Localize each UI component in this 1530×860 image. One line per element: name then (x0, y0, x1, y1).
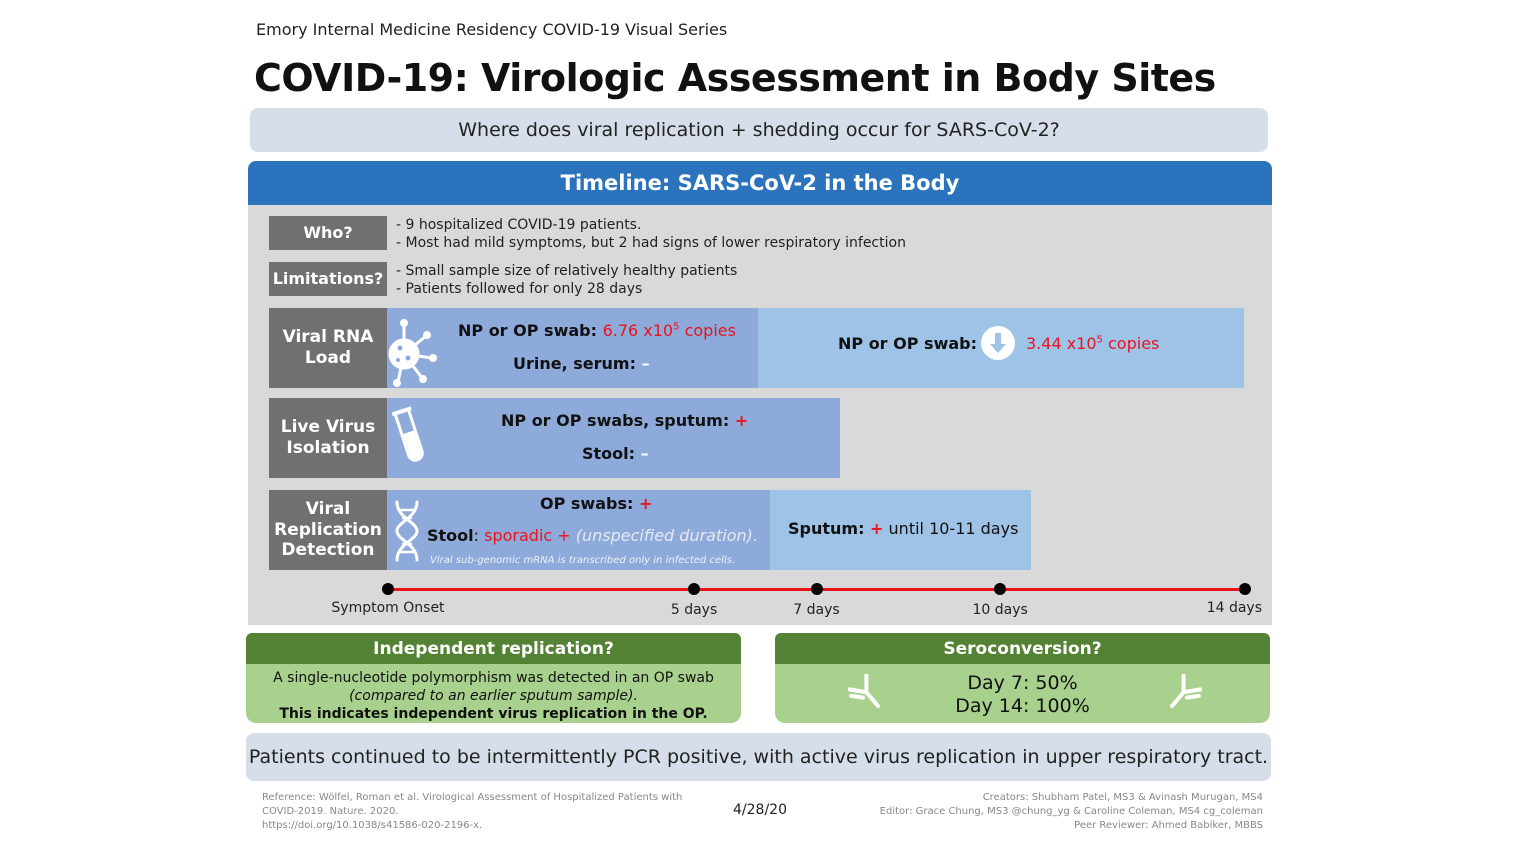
dna-icon (395, 500, 419, 562)
limitations-label-text: Limitations? (272, 269, 384, 288)
live-swab-value: + (734, 411, 749, 430)
timeline-header: Timeline: SARS-CoV-2 in the Body (248, 161, 1272, 205)
limitations-line: - Small sample size of relatively health… (396, 263, 738, 279)
live-stool-label: Stool (582, 444, 629, 463)
rna-swab-late: NP or OP swab: (838, 334, 977, 353)
live-swab: NP or OP swabs, sputum: + (501, 411, 749, 430)
who-line: - 9 hospitalized COVID-19 patients. (396, 217, 642, 233)
live-virus-bar (387, 398, 840, 478)
rna-later-unit: copies (1102, 334, 1160, 353)
replication-sputum-plus: + (870, 519, 884, 538)
replication-label-line: Viral (305, 498, 351, 519)
rna-swab-label: NP or OP swab (458, 321, 591, 340)
rna-later-value: 3.44 x10 (1026, 334, 1097, 353)
timeline-tick-label: 7 days (793, 602, 840, 618)
replication-sputum-label: Sputum (788, 519, 859, 538)
rna-label-line: Load (304, 348, 352, 368)
question-banner: Where does viral replication + shedding … (250, 108, 1268, 152)
reference-line: Reference: Wölfel, Roman et al. Virologi… (262, 792, 683, 803)
timeline-tick-label: Symptom Onset (331, 600, 445, 616)
live-stool: Stool: – (582, 444, 649, 463)
rna-early-bar (387, 308, 758, 388)
page-title: COVID-19: Virologic Assessment in Body S… (254, 56, 1216, 100)
credits-line: Editor: Grace Chung, MS3 @chung_yg & Car… (879, 806, 1263, 817)
publish-date: 4/28/20 (733, 802, 787, 818)
rna-later-exp: 5 (1096, 334, 1103, 346)
replication-op-value: + (638, 494, 653, 513)
replication-op: OP swabs: + (540, 494, 653, 513)
series-title: Emory Internal Medicine Residency COVID-… (256, 20, 728, 39)
reference: Reference: Wölfel, Roman et al. Virologi… (262, 791, 682, 833)
independent-line: A single-nucleotide polymorphism was det… (273, 670, 714, 686)
rna-urine: Urine, serum: – (513, 354, 650, 373)
replication-sputum-bar (770, 490, 1031, 570)
timeline-tick-dot (810, 583, 823, 595)
rna-later-label: NP or OP swab (838, 334, 971, 353)
credits: Creators: Shubham Patel, MS3 & Avinash M… (880, 791, 1263, 833)
timeline-tick-dot (994, 583, 1007, 595)
question-text: Where does viral replication + shedding … (458, 119, 1060, 141)
replication-label-line: Detection (281, 540, 375, 561)
reference-line: COVID-2019. Nature. 2020. (262, 806, 399, 817)
replication-sputum: Sputum: + until 10-11 days (788, 519, 1019, 538)
replication-early-bar (387, 490, 770, 570)
antibody-icon (1170, 674, 1202, 709)
replication-stool-label: Stool (427, 526, 474, 545)
seroconversion-title: Seroconversion? (943, 638, 1102, 659)
independent-header: Independent replication? (246, 633, 741, 664)
test-tube-icon (392, 406, 424, 462)
timeline-tick-label: 5 days (670, 602, 718, 618)
replication-stool-value: sporadic + (484, 526, 571, 545)
seroconversion-day7: Day 7: 50% (967, 672, 1078, 694)
limitations-label: Limitations? (269, 262, 387, 296)
who-details: - 9 hospitalized COVID-19 patients. - Mo… (396, 216, 906, 252)
virus-icon (388, 319, 437, 387)
independent-body: A single-nucleotide polymorphism was det… (246, 664, 741, 723)
rna-swab-unit: copies (679, 321, 736, 340)
replication-sputum-text: until 10-11 days (883, 519, 1019, 538)
live-label-line: Live Virus (280, 416, 376, 437)
timeline-tick-label: 10 days (972, 602, 1028, 618)
seroconversion-day14: Day 14: 100% (955, 695, 1090, 717)
rna-swab-exp: 5 (673, 321, 680, 333)
credits-line: Peer Reviewer: Ahmed Babiker, MBBS (1074, 820, 1263, 831)
rna-urine-label: Urine, serum (513, 354, 630, 373)
rna-swab-value: 6.76 x10 (602, 321, 674, 340)
timeline-tick-label: 14 days (1206, 600, 1262, 616)
limitations-details: - Small sample size of relatively health… (396, 262, 737, 298)
replication-stool: Stool: sporadic + (unspecified duration)… (427, 526, 758, 545)
replication-stool-note: (unspecified duration). (570, 526, 758, 545)
independent-title: Independent replication? (373, 638, 614, 659)
who-line: - Most had mild symptoms, but 2 had sign… (396, 235, 906, 251)
credits-line: Creators: Shubham Patel, MS3 & Avinash M… (982, 792, 1263, 803)
timeline-tick-dot (688, 583, 701, 595)
rna-swab-early: NP or OP swab: 6.76 x105 copies (458, 321, 736, 340)
rna-later-value-group: 3.44 x105 copies (1026, 334, 1159, 353)
independent-line: (compared to an earlier sputum sample). (349, 688, 638, 704)
rna-label-line: Viral RNA (282, 326, 374, 347)
limitations-line: - Patients followed for only 28 days (396, 281, 643, 297)
replication-op-label: OP swabs (540, 494, 627, 513)
who-label: Who? (269, 216, 387, 250)
rna-urine-value: – (641, 354, 650, 373)
reference-link[interactable]: https://doi.org/10.1038/s41586-020-2196-… (262, 820, 483, 831)
antibody-icon (848, 674, 880, 709)
who-label-text: Who? (303, 223, 353, 242)
arrow-down-circle-icon (981, 326, 1015, 360)
timeline-tick-dot (382, 583, 394, 595)
replication-label-line: Replication (274, 519, 382, 540)
live-swab-label: NP or OP swabs, sputum (501, 411, 723, 430)
seroconversion-header: Seroconversion? (775, 633, 1270, 664)
live-stool-value: – (640, 444, 649, 463)
live-label-line: Isolation (286, 438, 370, 458)
timeline-tick-dot (1239, 583, 1251, 595)
conclusion-banner: Patients continued to be intermittently … (246, 733, 1271, 781)
mrna-note: Viral sub-genomic mRNA is transcribed on… (430, 555, 736, 566)
conclusion-text: Patients continued to be intermittently … (248, 746, 1269, 768)
independent-line: This indicates independent virus replica… (279, 706, 708, 722)
timeline-title: Timeline: SARS-CoV-2 in the Body (560, 171, 960, 195)
